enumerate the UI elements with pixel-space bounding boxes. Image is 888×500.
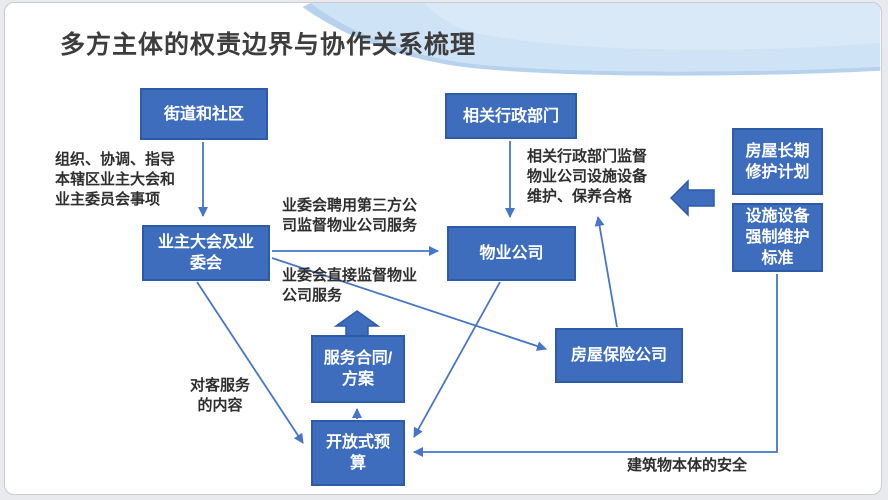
annotation-customer-service: 对客服务 的内容 [170, 376, 270, 416]
annotation-line: 业委会直接监督物业 [282, 267, 418, 284]
node-open-budget: 开放式预算 [311, 420, 405, 486]
annotation-line: 相关行政部门监督 [527, 148, 648, 165]
swoosh-highlight [424, 3, 881, 50]
node-longterm-repair-plan: 房屋长期修护计划 [732, 128, 823, 195]
node-maintenance-standard: 设施设备强制维护标准 [732, 203, 823, 272]
annotation-direct-supervise: 业委会直接监督物业 公司服务 [282, 266, 417, 306]
node-owners-assembly: 业主大会及业委会 [142, 225, 270, 281]
annotation-line: 物业公司设施设备 [527, 168, 648, 185]
node-service-contract: 服务合同/方案 [311, 335, 405, 403]
slide-background-decoration [302, 3, 881, 76]
annotation-line: 司监督物业公司服务 [282, 217, 418, 234]
annotation-line: 业委会聘用第三方公 [282, 197, 418, 214]
annotation-line: 本辖区业主大会和 [55, 171, 176, 188]
annotation-building-safety: 建筑物本体的安全 [627, 456, 747, 476]
annotation-line: 公司服务 [282, 287, 343, 304]
annotation-line: 对客服务 [189, 377, 250, 394]
node-street-community: 街道和社区 [140, 88, 268, 140]
node-property-company: 物业公司 [447, 226, 576, 281]
annotation-line: 的内容 [197, 397, 243, 414]
annotation-organize-coordinate: 组织、协调、指导 本辖区业主大会和 业主委员会事项 [55, 150, 175, 210]
annotation-hire-third-party: 业委会聘用第三方公 司监督物业公司服务 [282, 196, 417, 236]
annotation-admin-supervise: 相关行政部门监督 物业公司设施设备 维护、保养合格 [527, 147, 647, 207]
annotation-line: 维护、保养合格 [527, 188, 633, 205]
page-title: 多方主体的权责边界与协作关系梳理 [60, 31, 477, 59]
annotation-line: 业主委员会事项 [55, 191, 161, 208]
annotation-line: 建筑物本体的安全 [627, 457, 748, 474]
node-insurance-company: 房屋保险公司 [555, 328, 683, 383]
node-admin-departments: 相关行政部门 [445, 93, 577, 139]
annotation-line: 组织、协调、指导 [55, 151, 176, 168]
